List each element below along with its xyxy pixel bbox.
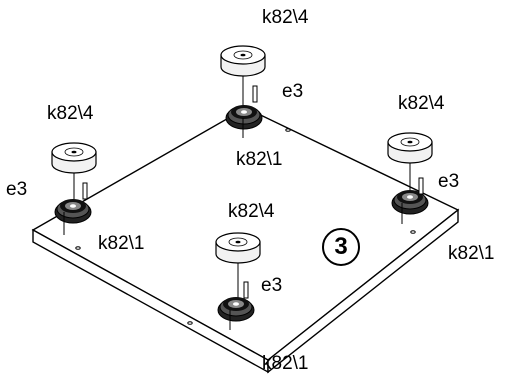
label-left-foot: k82\4 bbox=[47, 103, 94, 124]
label-right-foot: k82\4 bbox=[398, 93, 445, 114]
foot-assembly-top bbox=[220, 45, 266, 138]
label-right-base: k82\1 bbox=[448, 243, 495, 264]
label-left-screw: e3 bbox=[6, 179, 28, 200]
label-left-base: k82\1 bbox=[98, 233, 145, 254]
foot-assembly-left bbox=[51, 142, 97, 235]
label-top-screw: e3 bbox=[282, 81, 304, 102]
step-number-badge: 3 bbox=[322, 228, 360, 266]
label-front-foot: k82\4 bbox=[228, 201, 275, 222]
foot-assembly-right bbox=[387, 132, 433, 224]
label-front-base: k82\1 bbox=[262, 353, 309, 374]
label-front-screw: e3 bbox=[261, 275, 283, 296]
label-top-base: k82\1 bbox=[236, 149, 283, 170]
foot-assembly-front bbox=[215, 232, 261, 330]
label-top-foot: k82\4 bbox=[262, 7, 309, 28]
label-right-screw: e3 bbox=[438, 171, 460, 192]
